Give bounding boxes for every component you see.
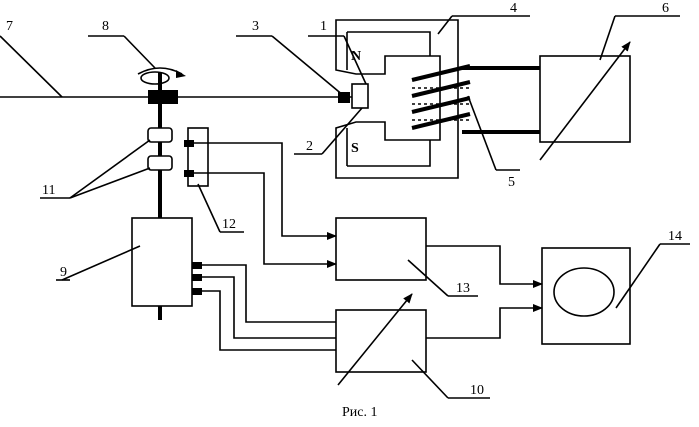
sample (352, 84, 368, 108)
slip-ring-upper (148, 128, 172, 142)
block-10 (336, 310, 426, 372)
leader-4b (438, 16, 452, 34)
label-3: 3 (252, 19, 259, 34)
label-1: 1 (320, 19, 327, 34)
wire-10-to-14 (426, 308, 542, 338)
label-4: 4 (510, 1, 517, 16)
south-pole-piece (347, 140, 430, 166)
wire-13-to-14 (426, 246, 542, 284)
leader-11a (70, 140, 150, 198)
block-9 (132, 218, 192, 306)
block-13 (336, 218, 426, 280)
brush-upper (184, 140, 194, 147)
label-14: 14 (668, 229, 682, 244)
label-6: 6 (662, 1, 669, 16)
wire-9-to-10-b (202, 277, 336, 338)
block-9-terminal-3 (192, 288, 202, 295)
brush-holder (188, 128, 208, 186)
leader-6b (600, 16, 615, 60)
rotation-ellipse (141, 72, 169, 84)
leader-8b (124, 36, 155, 68)
wire-9-to-10-a (202, 265, 336, 322)
leader-3b (272, 36, 344, 96)
sample-holder (338, 92, 350, 103)
label-10: 10 (470, 383, 484, 398)
block-9-terminal-2 (192, 274, 202, 281)
figure-caption: Рис. 1 (342, 405, 378, 420)
brush-lower (184, 170, 194, 177)
label-8: 8 (102, 19, 109, 34)
power-supply-box (540, 56, 630, 142)
pole-south-label: S (351, 141, 359, 156)
block-9-terminal-1 (192, 262, 202, 269)
slip-ring-lower (148, 156, 172, 170)
wire-brush-lower-to-13 (194, 173, 336, 264)
leader-11b (70, 168, 150, 198)
block-14 (542, 248, 630, 344)
label-13: 13 (456, 281, 470, 296)
leader-9 (62, 246, 140, 280)
wire-9-to-10-c (202, 291, 336, 350)
leader-7 (0, 36, 62, 97)
shaft-hub (148, 90, 178, 104)
coil-windings (412, 66, 470, 128)
leader-10 (412, 360, 448, 398)
label-5: 5 (508, 175, 515, 190)
label-7: 7 (6, 19, 13, 34)
rotation-arrow-head-icon (176, 70, 186, 78)
leader-12 (198, 184, 220, 232)
label-2: 2 (306, 139, 313, 154)
label-12: 12 (222, 217, 236, 232)
label-11: 11 (42, 183, 55, 198)
label-9: 9 (60, 265, 67, 280)
